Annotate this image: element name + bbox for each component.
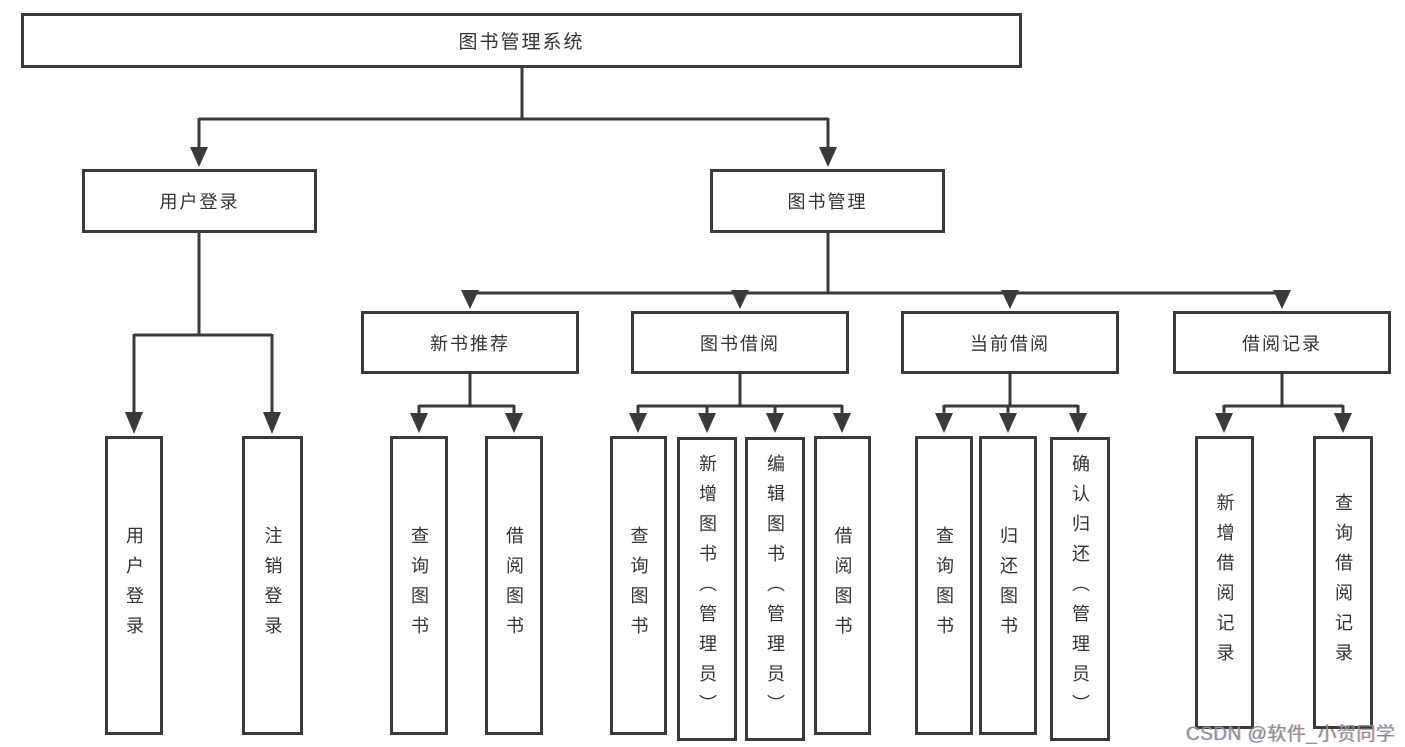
node-borrow-book-recommend: 借阅图书 xyxy=(485,436,543,735)
node-query-book-current: 查询图书 xyxy=(915,436,973,735)
node-user-login: 用户登录 xyxy=(82,169,317,233)
node-user-login-action: 用户登录 xyxy=(105,436,163,735)
node-borrowing-records: 借阅记录 xyxy=(1173,311,1391,374)
node-book-management: 图书管理 xyxy=(710,169,945,233)
node-logout-action: 注销登录 xyxy=(242,436,303,735)
node-library-management-system: 图书管理系统 xyxy=(21,13,1022,68)
node-new-book-recommendation: 新书推荐 xyxy=(361,311,579,374)
node-confirm-return-admin: 确认归还（管理员） xyxy=(1050,437,1110,741)
node-add-borrow-record: 新增借阅记录 xyxy=(1195,436,1254,729)
node-borrow-book-borrowing: 借阅图书 xyxy=(814,436,871,735)
node-return-book: 归还图书 xyxy=(979,436,1037,735)
node-edit-book-admin: 编辑图书（管理员） xyxy=(745,437,805,741)
node-add-book-admin: 新增图书（管理员） xyxy=(677,437,737,741)
csdn-watermark: CSDN @软件_小贺同学 xyxy=(1186,724,1396,745)
node-current-borrowing: 当前借阅 xyxy=(901,311,1119,374)
node-book-borrowing: 图书借阅 xyxy=(631,311,849,374)
node-query-borrow-record: 查询借阅记录 xyxy=(1313,436,1373,729)
node-query-book-recommend: 查询图书 xyxy=(390,436,448,735)
node-query-book-borrowing: 查询图书 xyxy=(610,436,667,735)
